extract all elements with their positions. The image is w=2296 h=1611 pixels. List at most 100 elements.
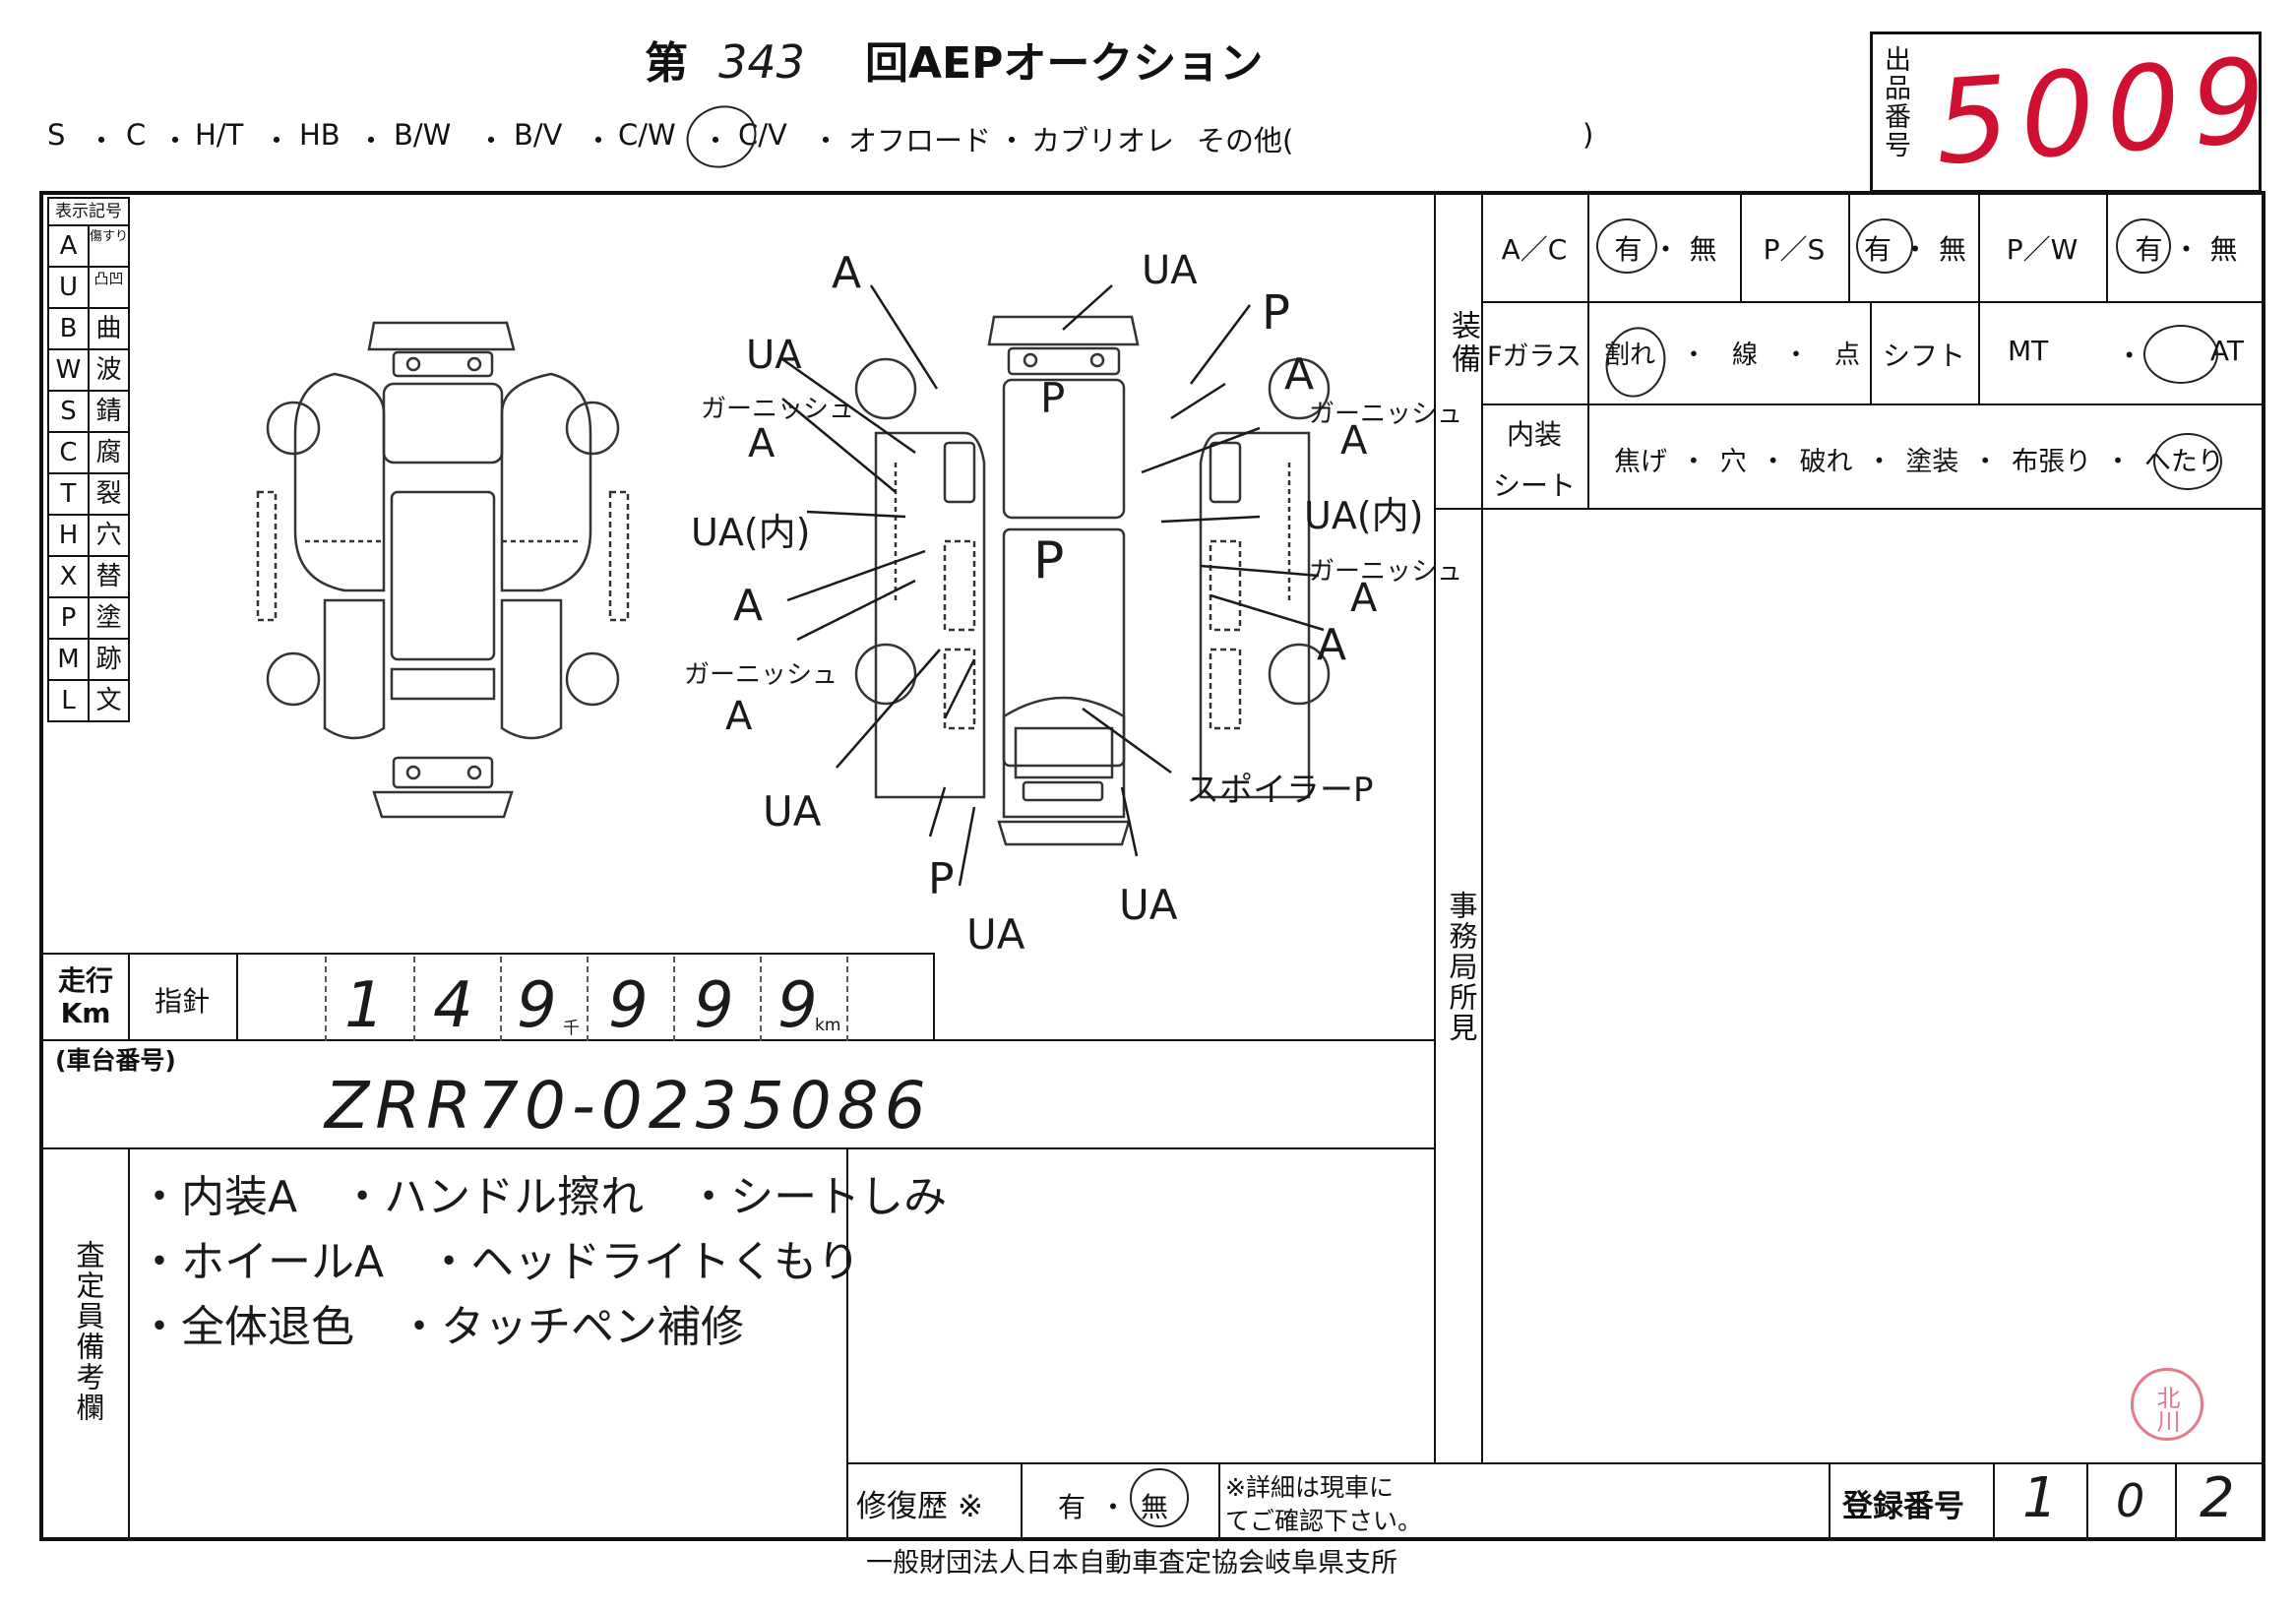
body-type-bv: B/V <box>514 118 563 152</box>
selected-body-type-circle <box>677 95 766 178</box>
mark-top-left-a: A <box>832 248 862 298</box>
mark-garnish-right-top-a: A <box>1340 418 1368 464</box>
equipment-section-label: 装備 <box>1446 310 1480 377</box>
body-type-close: ) <box>1582 118 1594 152</box>
mileage-digit-4: 9 <box>608 969 649 1042</box>
mileage-km-unit: km <box>815 1016 841 1035</box>
shift-selected-circle <box>2143 325 2218 384</box>
chassis-label: (車台番号) <box>55 1046 176 1075</box>
mark-top-ua: UA <box>1142 248 1198 293</box>
mark-garnish-left-bottom-a: A <box>725 694 753 739</box>
glass-label: Fガラス <box>1487 341 1582 372</box>
repair-label: 修復歴 ※ <box>856 1489 983 1524</box>
body-type-hb: HB <box>299 118 341 152</box>
mark-garnish-right-mid-a: A <box>1350 576 1378 621</box>
interior-label-1: 内装 <box>1506 418 1562 451</box>
ac-label: A／C <box>1501 233 1568 266</box>
mark-rear-p: P <box>928 854 955 904</box>
mark-right-a-bottom: A <box>1317 620 1347 670</box>
repair-note-2: てご確認下さい。 <box>1225 1507 1423 1535</box>
mark-left-a: A <box>733 581 764 631</box>
title-suffix: 回AEPオークション <box>865 38 1264 89</box>
remarks-line-3: ・全体退色 ・タッチペン補修 <box>138 1302 744 1352</box>
footer-issuer: 一般財団法人日本自動車査定協会岐阜県支所 <box>866 1548 1397 1579</box>
mark-top-p: P <box>1262 285 1290 341</box>
body-type-other: その他( <box>1197 124 1294 157</box>
mark-hood-p: P <box>1033 531 1065 590</box>
lot-number: 5009 <box>1930 31 2282 191</box>
shift-label: シフト <box>1882 340 1965 372</box>
mark-right-a-top: A <box>1284 349 1315 400</box>
registration-digit-2: 0 <box>2116 1474 2145 1527</box>
body-type-bw: B/W <box>394 118 452 152</box>
registration-digit-3: 2 <box>2200 1466 2235 1530</box>
mark-garnish-right-mid: ガーニッシュ <box>1309 557 1463 587</box>
body-type-row: S・ C・ H/T・ HB・ B/W・ B/V・ C/W・ C/V・ オフロード… <box>47 118 1594 157</box>
mark-right-ua-inner: UA(内) <box>1304 494 1424 537</box>
ps-label: P／S <box>1763 233 1826 266</box>
chassis-number: ZRR70-0235086 <box>325 1068 932 1144</box>
repair-note-1: ※詳細は現車に <box>1225 1473 1394 1502</box>
mark-spoiler: スポイラーP <box>1186 771 1374 810</box>
mileage-digit-2: 4 <box>433 969 473 1042</box>
interior-options: 焦げ・ 穴・ 破れ・ 塗装・ 布張り・ へたり <box>1614 447 2224 477</box>
mileage-digit-6: 9 <box>777 969 818 1042</box>
ps-selected-circle <box>1856 218 1913 274</box>
mark-rear-ua-left: UA <box>966 910 1025 959</box>
mark-left-ua-inner: UA(内) <box>691 511 811 554</box>
mileage-thousand-unit: 千 <box>563 1019 580 1038</box>
pw-label: P／W <box>2006 233 2079 266</box>
mark-left-ua: UA <box>746 333 802 378</box>
remarks-line-2: ・ホイールA ・ヘッドライトくもり <box>138 1237 861 1287</box>
car-diagram-undercarriage <box>256 321 630 819</box>
body-type-cv: C/V <box>738 118 787 152</box>
mark-garnish-left-top-a: A <box>748 421 776 466</box>
car-diagram-exterior <box>854 315 1331 846</box>
title-prefix: 第 <box>645 38 688 89</box>
remarks-line-1: ・内装A ・ハンドル擦れ ・シートしみ <box>138 1172 948 1222</box>
mileage-label-2: Km <box>60 997 111 1029</box>
glass-options: 割れ・線・点 <box>1604 341 1860 370</box>
mark-roof-p: P <box>1040 374 1066 422</box>
mark-garnish-left-bottom: ガーニッシュ <box>684 660 838 690</box>
interior-label-2: シート <box>1492 469 1576 502</box>
interior-selected-circle <box>2153 433 2222 490</box>
body-type-cabriolet: カブリオレ <box>1031 124 1175 157</box>
mark-rear-ua-right: UA <box>1119 881 1178 929</box>
sheet-frame <box>39 191 2265 1541</box>
registration-label: 登録番号 <box>1842 1489 1964 1524</box>
lot-number-label: 出品番号 <box>1880 45 1910 159</box>
ac-selected-circle <box>1596 218 1657 274</box>
inspector-stamp: 北川 <box>2131 1368 2203 1441</box>
mileage-digit-3: 9 <box>517 969 557 1042</box>
office-section-label: 事務局所見 <box>1445 891 1478 1043</box>
page-title: 第 343 回AEPオークション <box>645 28 1263 91</box>
legend-title: 表示記号 <box>47 197 130 226</box>
body-type-ht: H/T <box>195 118 244 152</box>
auction-number: 343 <box>718 35 805 89</box>
meter-label: 指針 <box>154 985 210 1018</box>
pw-selected-circle <box>2116 218 2171 274</box>
mark-garnish-right-top: ガーニッシュ <box>1309 400 1463 429</box>
registration-digit-1: 1 <box>2022 1466 2058 1530</box>
body-type-cw: C/W <box>618 118 676 152</box>
mark-bottom-left-ua: UA <box>763 787 822 836</box>
body-type-s: S <box>47 118 66 152</box>
remarks-label: 査定員備考欄 <box>72 1240 105 1423</box>
mileage-digit-1: 1 <box>344 969 385 1042</box>
mileage-digit-5: 9 <box>694 969 734 1042</box>
mileage-label-1: 走行 <box>57 964 113 997</box>
body-type-c: C <box>126 118 147 152</box>
stamp-text: 北川 <box>2152 1386 2180 1433</box>
